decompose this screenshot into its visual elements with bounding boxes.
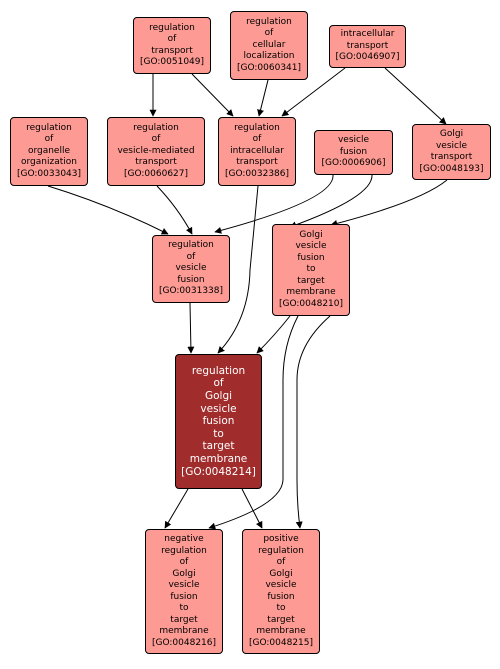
node-label: intracellular transport [GO:0046907] [335,29,400,63]
edge-n5-n9 [156,185,193,235]
edge-n8-n10 [330,179,448,227]
node-label: regulation of intracellular transport [G… [224,122,290,179]
node-label: regulation of vesicle fusion [GO:0031338… [158,240,224,297]
node-golgi-vesicle-fusion-to-target-membrane[interactable]: Golgi vesicle fusion to target membrane … [272,224,350,316]
node-regulation-of-vesicle-mediated-transport[interactable]: regulation of vesicle-mediated transport… [107,117,205,186]
edge-n1-n6 [191,73,234,117]
edge-n11-n13 [241,488,263,529]
edge-n3-n6 [281,67,346,117]
node-golgi-vesicle-transport[interactable]: Golgi vesicle transport [GO:0048193] [412,124,491,180]
edge-n7-n9 [214,174,334,234]
edge-n4-n9 [47,185,169,235]
node-label: regulation of cellular localization [GO:… [236,16,302,73]
node-label: regulation of Golgi vesicle fusion to ta… [181,364,256,478]
node-label: Golgi vesicle fusion to target membrane … [278,229,344,309]
edge-n9-n11 [187,302,195,354]
edge-n6-n11 [217,185,259,354]
node-regulation-of-organelle-organization[interactable]: regulation of organelle organization [GO… [10,117,88,186]
edge-n10-n11 [256,315,291,354]
node-label: positive regulation of Golgi vesicle fus… [248,534,314,648]
node-regulation-of-transport[interactable]: regulation of transport [GO:0051049] [133,17,211,74]
node-negative-regulation-of-golgi-vesicle-fusion[interactable]: negative regulation of Golgi vesicle fus… [145,529,223,654]
node-label: regulation of transport [GO:0051049] [139,22,205,68]
node-regulation-of-intracellular-transport[interactable]: regulation of intracellular transport [G… [218,117,296,186]
node-intracellular-transport[interactable]: intracellular transport [GO:0046907] [329,25,406,68]
node-regulation-of-cellular-localization[interactable]: regulation of cellular localization [GO:… [230,11,308,80]
node-regulation-of-golgi-vesicle-fusion-focus[interactable]: regulation of Golgi vesicle fusion to ta… [175,354,262,489]
node-label: negative regulation of Golgi vesicle fus… [151,534,217,648]
edge-n2-n6 [257,79,269,117]
node-label: regulation of organelle organization [GO… [16,122,82,179]
edge-n10-n13 [295,315,331,529]
node-positive-regulation-of-golgi-vesicle-fusion[interactable]: positive regulation of Golgi vesicle fus… [242,529,320,654]
edge-n3-n8 [384,67,447,125]
edge-n10-n12 [208,315,299,530]
node-label: regulation of vesicle-mediated transport… [117,122,195,179]
node-label: vesicle fusion [GO:0006906] [321,135,386,169]
node-label: Golgi vesicle transport [GO:0048193] [419,129,484,174]
node-regulation-of-vesicle-fusion[interactable]: regulation of vesicle fusion [GO:0031338… [152,235,230,303]
node-vesicle-fusion[interactable]: vesicle fusion [GO:0006906] [314,130,393,175]
edge-n11-n12 [164,488,189,529]
edge-n7-n10 [289,174,373,229]
